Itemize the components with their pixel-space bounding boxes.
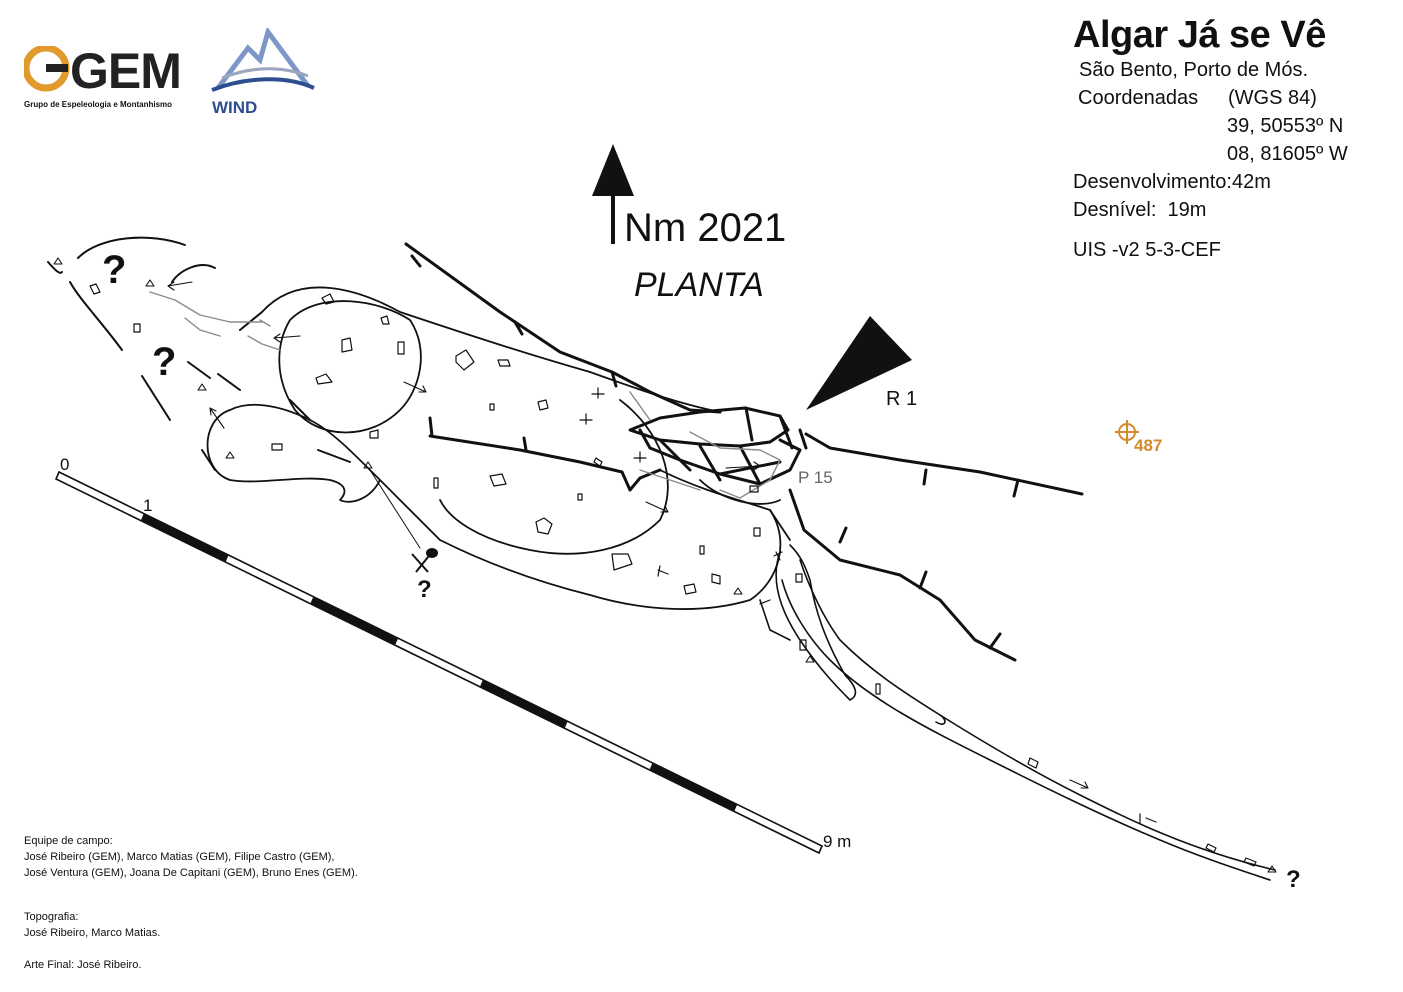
scale-bar [54, 470, 824, 855]
scale-one-label: 1 [143, 496, 153, 515]
longitude-text: 08, 81605º W [1227, 143, 1348, 165]
north-label: Nm 2021 [624, 206, 787, 250]
cave-title: Algar Já se Vê [1073, 14, 1326, 56]
elevation-label: 487 [1134, 436, 1163, 455]
scale-end-label: 9 m [823, 832, 852, 851]
topography-label: Topografia: [24, 911, 79, 923]
uis-grade: UIS -v2 5-3-CEF [1073, 239, 1221, 261]
coords-label: Coordenadas [1078, 87, 1199, 109]
depth-label: Desnível: [1073, 199, 1157, 221]
field-team-block: Equipe de campo: José Ribeiro (GEM), Mar… [24, 833, 358, 881]
wind-logo: WIND [208, 26, 318, 120]
entrance-shaft [628, 406, 808, 486]
development-value: 42m [1231, 171, 1271, 193]
unknown-mark: ? [102, 248, 127, 292]
pit-label: P 15 [798, 468, 833, 487]
surface-line-north [404, 242, 722, 414]
art-credit: Arte Final: José Ribeiro. [24, 959, 142, 971]
surface-line-south [428, 416, 662, 492]
main-chamber [206, 286, 791, 610]
dig-site-icon [411, 548, 438, 573]
western-detail [149, 291, 281, 351]
surface-line-east [788, 432, 1084, 662]
gem-name: GEM [70, 43, 182, 99]
scale-segment [649, 762, 738, 812]
triangle-markers [53, 257, 1277, 873]
development-label: Desenvolvimento: [1073, 171, 1232, 193]
unknown-mark: ? [152, 340, 177, 384]
north-arrow-icon [592, 144, 634, 244]
slope-ticks [579, 387, 1157, 825]
gem-logo: GEM Grupo de Espeleologia e Montanhismo [22, 42, 182, 112]
gem-emblem-icon [24, 46, 70, 92]
scale-start-label: 0 [60, 455, 70, 474]
depth-stat: Desnível: 19m [1073, 196, 1206, 224]
wind-name: WIND [212, 98, 258, 117]
field-team-line: José Ventura (GEM), Joana De Capitani (G… [24, 867, 358, 879]
entrance-label: R 1 [886, 388, 918, 410]
scale-segment [140, 513, 229, 563]
field-team-label: Equipe de campo: [24, 835, 113, 847]
unknown-mark: ? [1286, 866, 1301, 893]
scale-segment [479, 679, 568, 729]
gem-subtitle: Grupo de Espeleologia e Montanhismo [24, 100, 173, 109]
flow-arrows [167, 281, 1089, 789]
entrance-marker-icon [806, 316, 912, 410]
western-passage [47, 236, 351, 471]
rock-blocks [89, 283, 1257, 867]
datum-text: (WGS 84) [1228, 87, 1317, 109]
mountain-icon [211, 26, 315, 92]
location-text: São Bento, Porto de Mós. [1079, 59, 1309, 81]
scale-segment [310, 596, 399, 646]
survey-line [369, 469, 421, 549]
topography-block: Topografia: José Ribeiro, Marco Matias. [24, 909, 160, 941]
benchmark-icon [1115, 420, 1139, 444]
topography-names: José Ribeiro, Marco Matias. [24, 927, 161, 939]
view-label: PLANTA [634, 266, 764, 304]
latitude-text: 39, 50553º N [1227, 115, 1344, 137]
development-stat: Desenvolvimento:42m [1073, 168, 1271, 196]
depth-value: 19m [1167, 199, 1207, 221]
unknown-mark: ? [417, 576, 432, 603]
pit-detail [629, 391, 781, 499]
field-team-line: José Ribeiro (GEM), Marco Matias (GEM), … [24, 851, 335, 863]
eastern-passage [759, 544, 1276, 881]
